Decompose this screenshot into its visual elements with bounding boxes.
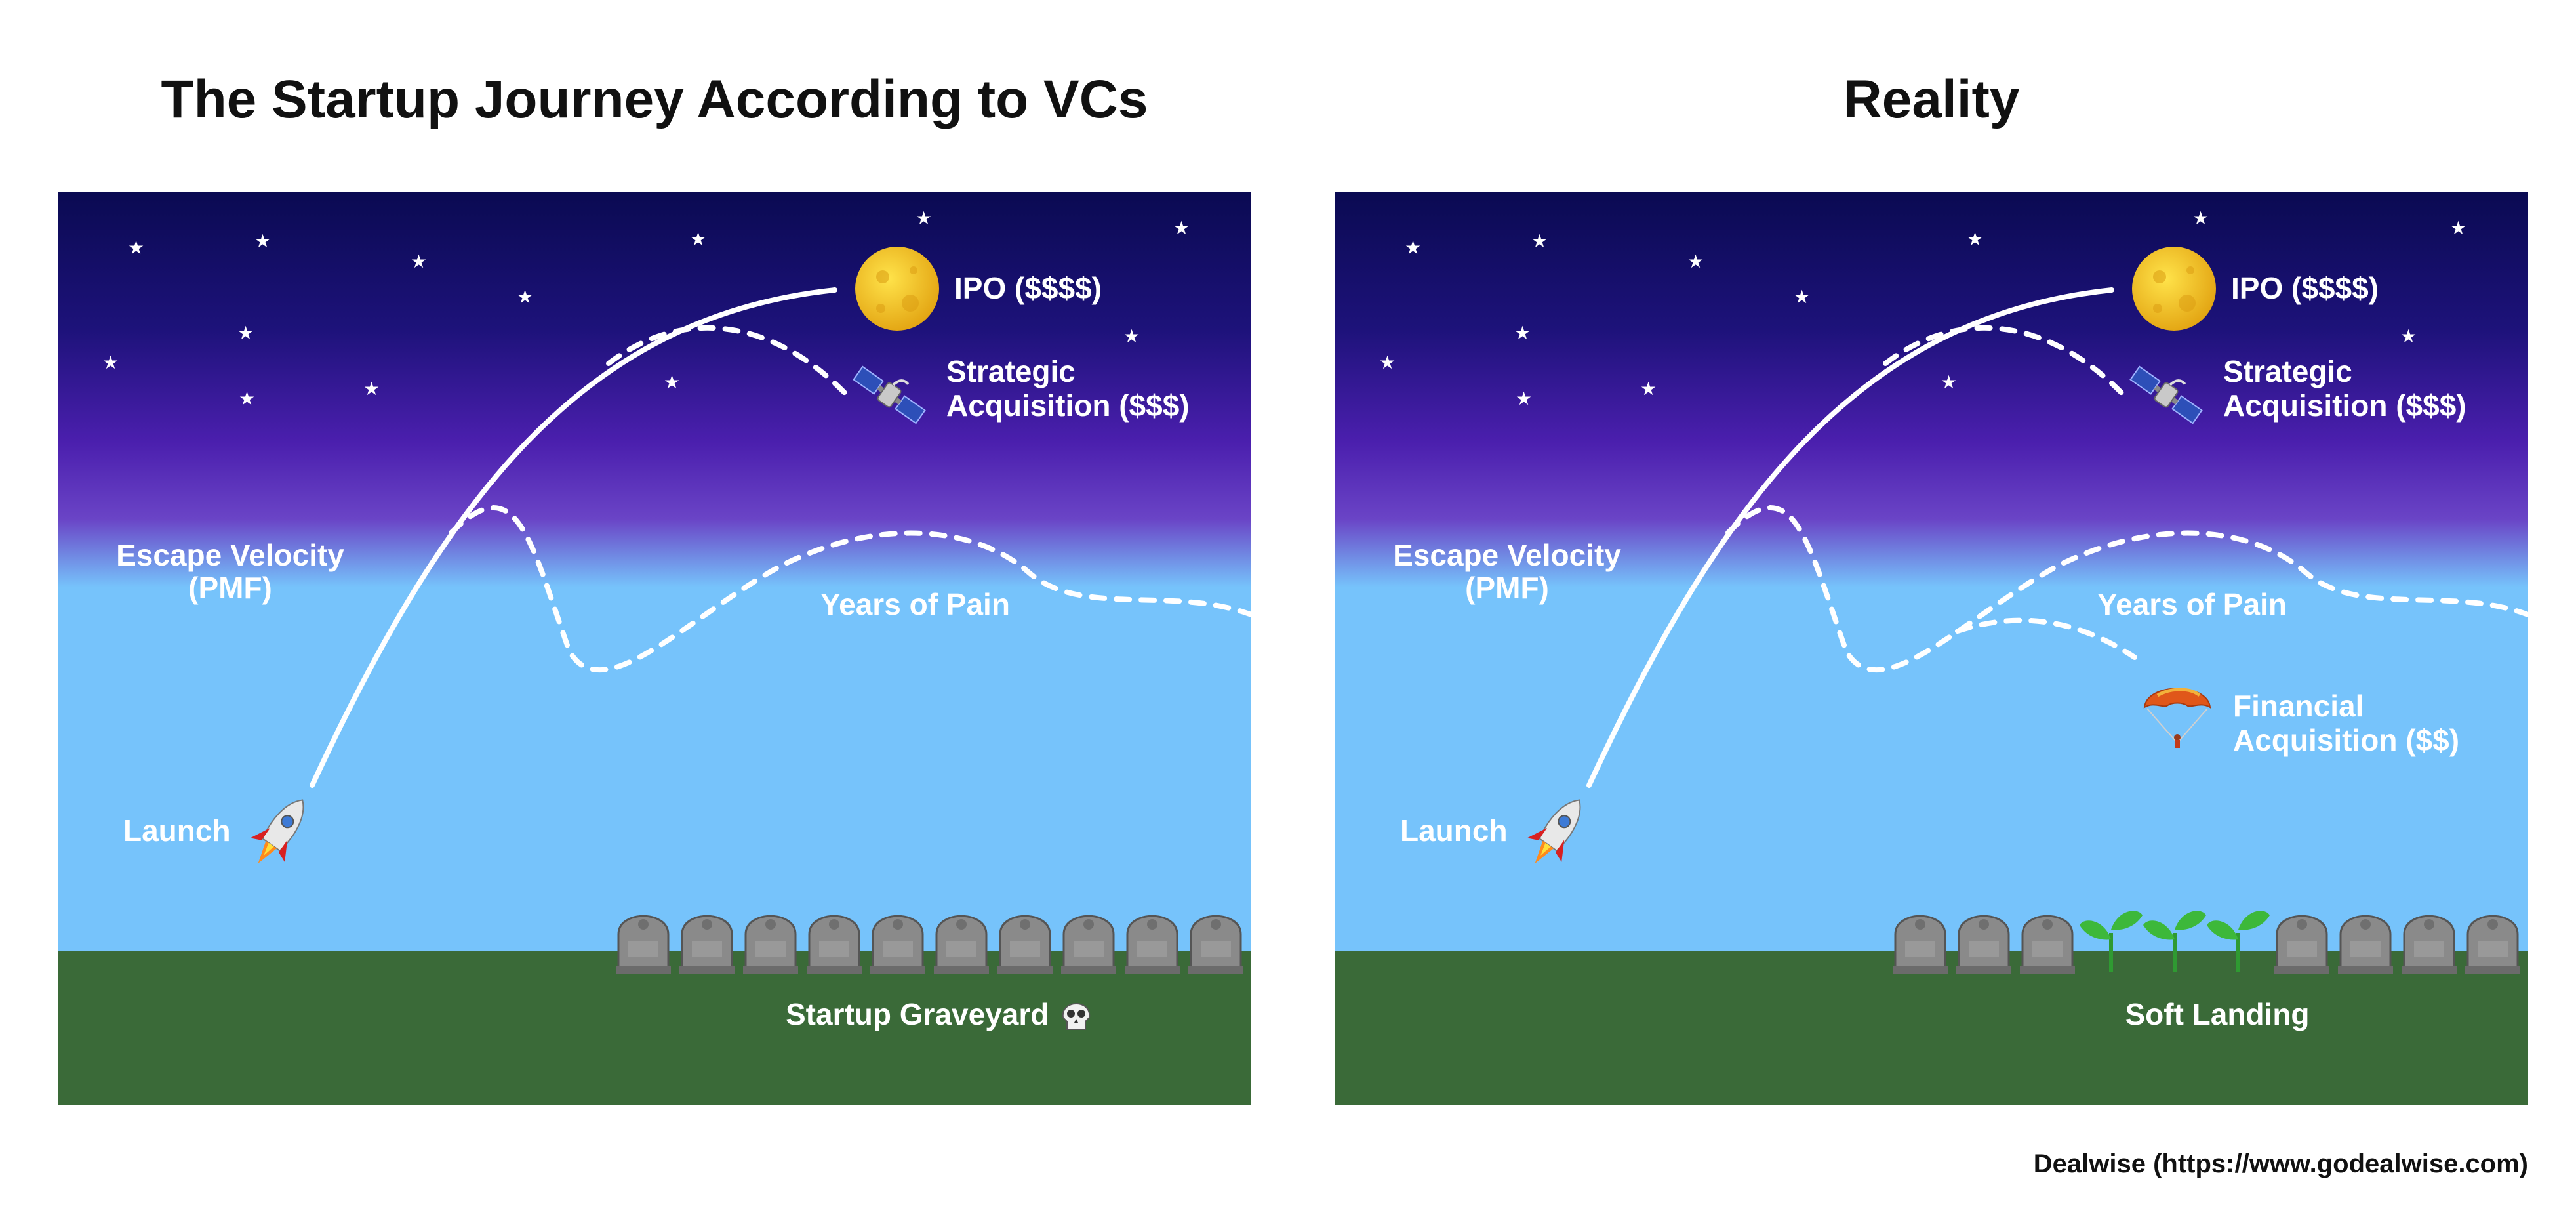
launch-label: Launch bbox=[1400, 814, 1508, 848]
star-icon: ★ bbox=[664, 372, 680, 392]
satellite-icon bbox=[2129, 365, 2203, 424]
soft-landing-ground-items bbox=[1893, 911, 2520, 974]
parachute-icon bbox=[2143, 688, 2211, 748]
skull-icon bbox=[1062, 1003, 1091, 1030]
ipo-label: IPO ($$$$) bbox=[2231, 271, 2379, 305]
ground bbox=[1335, 951, 2528, 1105]
sky bbox=[1335, 192, 2528, 953]
credit-text: Dealwise (https://www.godealwise.com) bbox=[2033, 1149, 2528, 1178]
stars: ★ ★ ★ ★ ★ ★ ★ ★ ★ ★ ★ ★ ★ bbox=[1379, 208, 2466, 409]
left-title: The Startup Journey According to VCs bbox=[161, 70, 1148, 129]
tombstone-icon bbox=[997, 915, 1053, 974]
star-icon: ★ bbox=[1941, 372, 1957, 392]
tombstone-icon bbox=[2274, 915, 2329, 974]
financial-label-line2: Acquisition ($$) bbox=[2233, 723, 2459, 757]
rocket-icon bbox=[1527, 799, 1581, 864]
star-icon: ★ bbox=[363, 379, 380, 399]
star-icon: ★ bbox=[1531, 231, 1548, 251]
star-icon: ★ bbox=[1379, 352, 1396, 373]
years-of-pain-label: Years of Pain bbox=[820, 587, 1010, 621]
seedling-icon bbox=[2207, 911, 2270, 972]
trajectory-lines bbox=[1586, 287, 2528, 788]
star-icon: ★ bbox=[1123, 326, 1140, 346]
tombstone-icon bbox=[1956, 915, 2011, 974]
reality-diagram: ★ ★ ★ ★ ★ ★ ★ ★ ★ ★ ★ ★ ★ bbox=[1335, 192, 2528, 1105]
star-icon: ★ bbox=[1173, 218, 1190, 238]
star-icon: ★ bbox=[1640, 379, 1657, 399]
soft-landing-label: Soft Landing bbox=[2125, 997, 2309, 1031]
tombstone-icon bbox=[1188, 915, 1243, 974]
sky bbox=[58, 192, 1251, 953]
tombstone-icon bbox=[934, 915, 989, 974]
star-icon: ★ bbox=[1687, 251, 1704, 272]
strategic-path bbox=[606, 325, 853, 401]
star-icon: ★ bbox=[2450, 218, 2466, 238]
star-icon: ★ bbox=[1794, 287, 1810, 307]
strategic-path bbox=[1883, 325, 2129, 401]
seedling-icon bbox=[2080, 911, 2143, 972]
moon-icon bbox=[855, 247, 939, 331]
fail-path bbox=[1725, 505, 2528, 673]
moon-icon bbox=[2132, 247, 2216, 331]
escape-velocity-label-line2: (PMF) bbox=[188, 571, 272, 605]
star-icon: ★ bbox=[1516, 388, 1532, 409]
tombstone-icon bbox=[2402, 915, 2457, 974]
star-icon: ★ bbox=[411, 251, 427, 272]
tombstone-icon bbox=[1061, 915, 1116, 974]
escape-velocity-label-line2: (PMF) bbox=[1465, 571, 1549, 605]
escape-velocity-label-line1: Escape Velocity bbox=[116, 538, 344, 572]
tombstone-icon bbox=[870, 915, 925, 974]
escape-velocity-label-line1: Escape Velocity bbox=[1393, 538, 1621, 572]
tombstone-icon bbox=[616, 915, 671, 974]
fail-path bbox=[449, 505, 1251, 673]
tombstone-icon bbox=[2020, 915, 2075, 974]
ipo-path bbox=[310, 287, 837, 788]
star-icon: ★ bbox=[916, 208, 932, 228]
vc-journey-diagram: ★ ★ ★ ★ ★ ★ ★ ★ ★ ★ ★ ★ ★ bbox=[58, 192, 1251, 1105]
star-icon: ★ bbox=[1514, 323, 1531, 343]
star-icon: ★ bbox=[239, 388, 255, 409]
star-icon: ★ bbox=[128, 237, 144, 258]
star-icon: ★ bbox=[517, 287, 533, 307]
right-title: Reality bbox=[1843, 70, 2020, 129]
tombstone-icon bbox=[679, 915, 735, 974]
financial-label-line1: Financial bbox=[2233, 689, 2364, 723]
star-icon: ★ bbox=[237, 323, 254, 343]
strategic-label-line1: Strategic bbox=[2223, 354, 2352, 388]
stars: ★ ★ ★ ★ ★ ★ ★ ★ ★ ★ ★ ★ ★ bbox=[102, 208, 1190, 409]
tombstone-icon bbox=[1893, 915, 1948, 974]
star-icon: ★ bbox=[102, 352, 119, 373]
years-of-pain-label: Years of Pain bbox=[2097, 587, 2287, 621]
star-icon: ★ bbox=[1405, 237, 1421, 258]
financial-path bbox=[1955, 617, 2137, 660]
ipo-label: IPO ($$$$) bbox=[954, 271, 1102, 305]
ipo-path bbox=[1586, 287, 2114, 788]
tombstone-icon bbox=[2465, 915, 2520, 974]
star-icon: ★ bbox=[2192, 208, 2209, 228]
seedling-icon bbox=[2143, 911, 2206, 972]
strategic-label-line2: Acquisition ($$$) bbox=[946, 388, 1190, 423]
star-icon: ★ bbox=[254, 231, 271, 251]
tombstone-icon bbox=[807, 915, 862, 974]
strategic-label-line1: Strategic bbox=[946, 354, 1076, 388]
tombstone-icon bbox=[2338, 915, 2393, 974]
satellite-icon bbox=[853, 365, 926, 424]
graveyard bbox=[616, 915, 1243, 974]
star-icon: ★ bbox=[690, 229, 706, 249]
star-icon: ★ bbox=[2400, 326, 2417, 346]
tombstone-icon bbox=[1125, 915, 1180, 974]
star-icon: ★ bbox=[1967, 229, 1983, 249]
tombstone-icon bbox=[743, 915, 798, 974]
trajectory-lines bbox=[310, 287, 1251, 788]
rocket-icon bbox=[250, 799, 304, 864]
graveyard-label: Startup Graveyard bbox=[786, 997, 1049, 1031]
ground bbox=[58, 951, 1251, 1105]
strategic-label-line2: Acquisition ($$$) bbox=[2223, 388, 2466, 423]
launch-label: Launch bbox=[123, 814, 231, 848]
